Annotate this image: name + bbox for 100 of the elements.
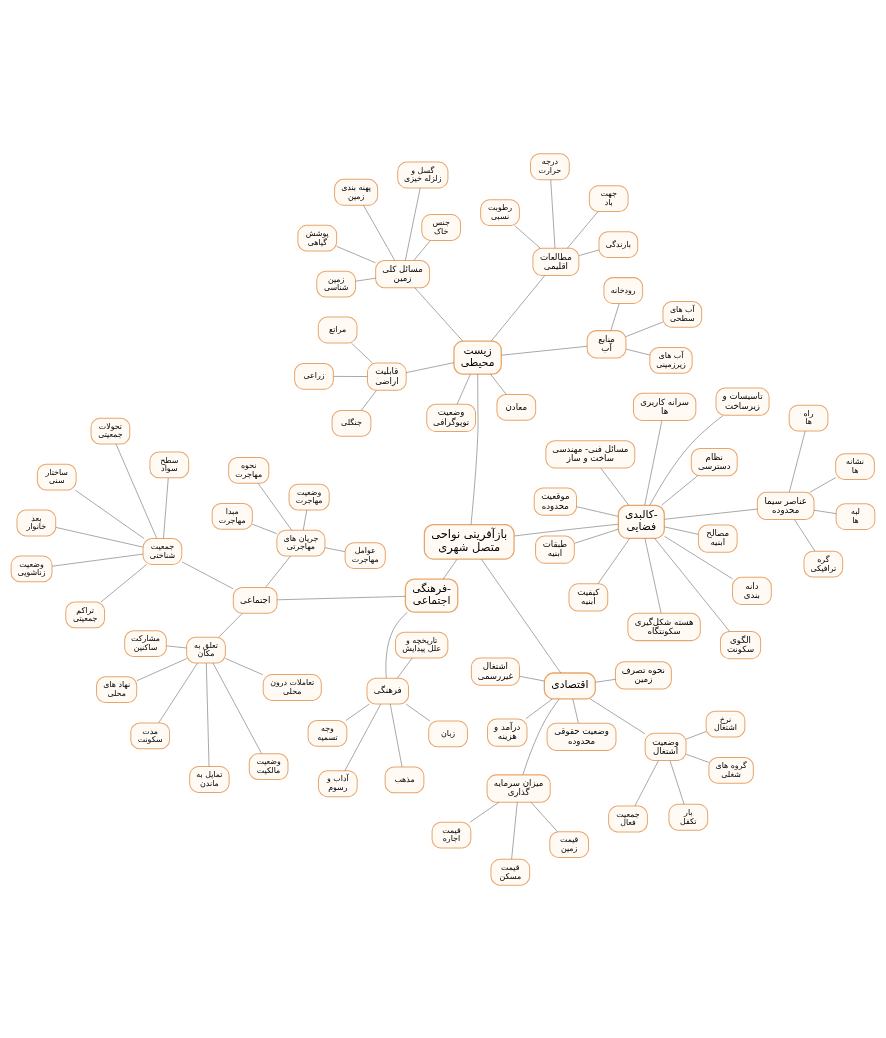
connector bbox=[514, 224, 541, 249]
connector bbox=[654, 537, 730, 632]
connector bbox=[511, 801, 518, 859]
connector bbox=[212, 662, 262, 754]
connector bbox=[218, 612, 243, 637]
connector bbox=[265, 555, 291, 588]
connector bbox=[578, 249, 600, 256]
connector bbox=[597, 537, 631, 584]
connector bbox=[344, 703, 382, 771]
connector bbox=[324, 546, 346, 552]
connector bbox=[550, 178, 556, 249]
connector bbox=[644, 419, 663, 505]
node-box: معادن bbox=[496, 393, 537, 421]
connector bbox=[685, 730, 707, 739]
node-box: فرهنگی bbox=[366, 677, 410, 704]
connector bbox=[501, 345, 588, 356]
node-box: اجتماعی bbox=[232, 586, 278, 614]
node-box: هسته شکل‌گیری سکونتگاه bbox=[627, 612, 701, 641]
connector bbox=[530, 801, 558, 832]
connector bbox=[490, 274, 545, 341]
connector bbox=[413, 239, 431, 261]
connector bbox=[225, 657, 264, 675]
connector bbox=[625, 321, 664, 337]
connector bbox=[600, 467, 630, 505]
connector bbox=[257, 482, 292, 530]
node-box: اشتغال غیررسمی bbox=[470, 657, 520, 686]
node-box: مسائل کلی زمین bbox=[375, 259, 430, 288]
node-box: موقعیت محدوده bbox=[533, 487, 577, 516]
node-box: قابلیت اراضی bbox=[366, 362, 407, 391]
node-box: نظام دسترسی bbox=[690, 447, 738, 476]
connector bbox=[163, 477, 169, 539]
connector bbox=[389, 703, 403, 767]
connector bbox=[625, 348, 650, 355]
connector bbox=[490, 373, 507, 395]
connector bbox=[813, 509, 837, 514]
node-box: سرانه کاربری ها bbox=[632, 392, 697, 421]
connector bbox=[405, 361, 455, 373]
node-box: تاسیسات و زیرساخت bbox=[715, 387, 770, 416]
connector bbox=[51, 553, 144, 567]
node-box: درآمد و هزینه bbox=[487, 717, 528, 747]
connector bbox=[276, 595, 406, 600]
connector bbox=[481, 558, 562, 673]
connector bbox=[664, 508, 758, 520]
node-box: وضعیت توپوگرافی bbox=[426, 403, 477, 432]
connector bbox=[664, 526, 699, 535]
connector bbox=[574, 528, 619, 544]
connector bbox=[634, 760, 659, 806]
connector bbox=[405, 703, 431, 721]
node-box: وضعیت اشتغال bbox=[644, 732, 687, 761]
node-box: منابع آب bbox=[586, 329, 627, 358]
connector bbox=[669, 760, 685, 805]
connector bbox=[525, 698, 553, 719]
node-box: مصالح ابنیه bbox=[697, 523, 738, 553]
node-box: نحوه تصرف زمین bbox=[614, 660, 672, 689]
connector bbox=[336, 245, 376, 263]
connector bbox=[74, 489, 145, 539]
connector bbox=[661, 475, 698, 505]
connector bbox=[664, 535, 733, 579]
node-box: زیست محیطی bbox=[453, 340, 502, 375]
connector bbox=[361, 389, 377, 410]
node-box: کیفیت ابنیه bbox=[568, 582, 609, 612]
connector bbox=[644, 537, 662, 613]
node-box: وضعیت حقوقی محدوده bbox=[546, 722, 617, 751]
connector bbox=[794, 518, 816, 551]
connector bbox=[414, 287, 464, 341]
connector bbox=[514, 523, 619, 536]
connector bbox=[55, 526, 144, 547]
connector bbox=[385, 611, 408, 678]
connector bbox=[181, 561, 234, 589]
connector bbox=[442, 558, 458, 579]
connector bbox=[576, 505, 619, 517]
connector bbox=[519, 675, 545, 681]
node-box: مطالعات اقلیمی bbox=[532, 247, 580, 276]
connector bbox=[363, 204, 396, 261]
connector bbox=[355, 277, 376, 282]
connector bbox=[158, 662, 198, 723]
connector bbox=[405, 187, 421, 261]
connector bbox=[595, 678, 616, 683]
connector bbox=[136, 657, 187, 681]
connector bbox=[589, 698, 646, 734]
node-box: میزان سرمایه گذاری bbox=[486, 773, 551, 803]
connector bbox=[649, 414, 724, 505]
node-box: فرهنگی- اجتماعی bbox=[404, 578, 459, 613]
node-box: دانه بندی bbox=[732, 576, 772, 605]
connector bbox=[567, 210, 599, 249]
connector bbox=[166, 645, 187, 648]
connector bbox=[206, 662, 210, 767]
connector bbox=[686, 753, 709, 763]
node-box: کالبدی- فضایی bbox=[617, 504, 665, 539]
connector bbox=[333, 375, 368, 377]
connector bbox=[345, 703, 370, 721]
node-box: بازآفرینی نواحی متصل شهری bbox=[423, 523, 515, 560]
connector bbox=[522, 698, 560, 775]
connector bbox=[252, 523, 278, 534]
connector bbox=[302, 509, 308, 530]
node-box: الگوی سکونت bbox=[719, 630, 762, 659]
connector bbox=[100, 563, 147, 602]
connector bbox=[469, 801, 500, 822]
connector bbox=[572, 698, 579, 723]
connector bbox=[809, 476, 836, 493]
